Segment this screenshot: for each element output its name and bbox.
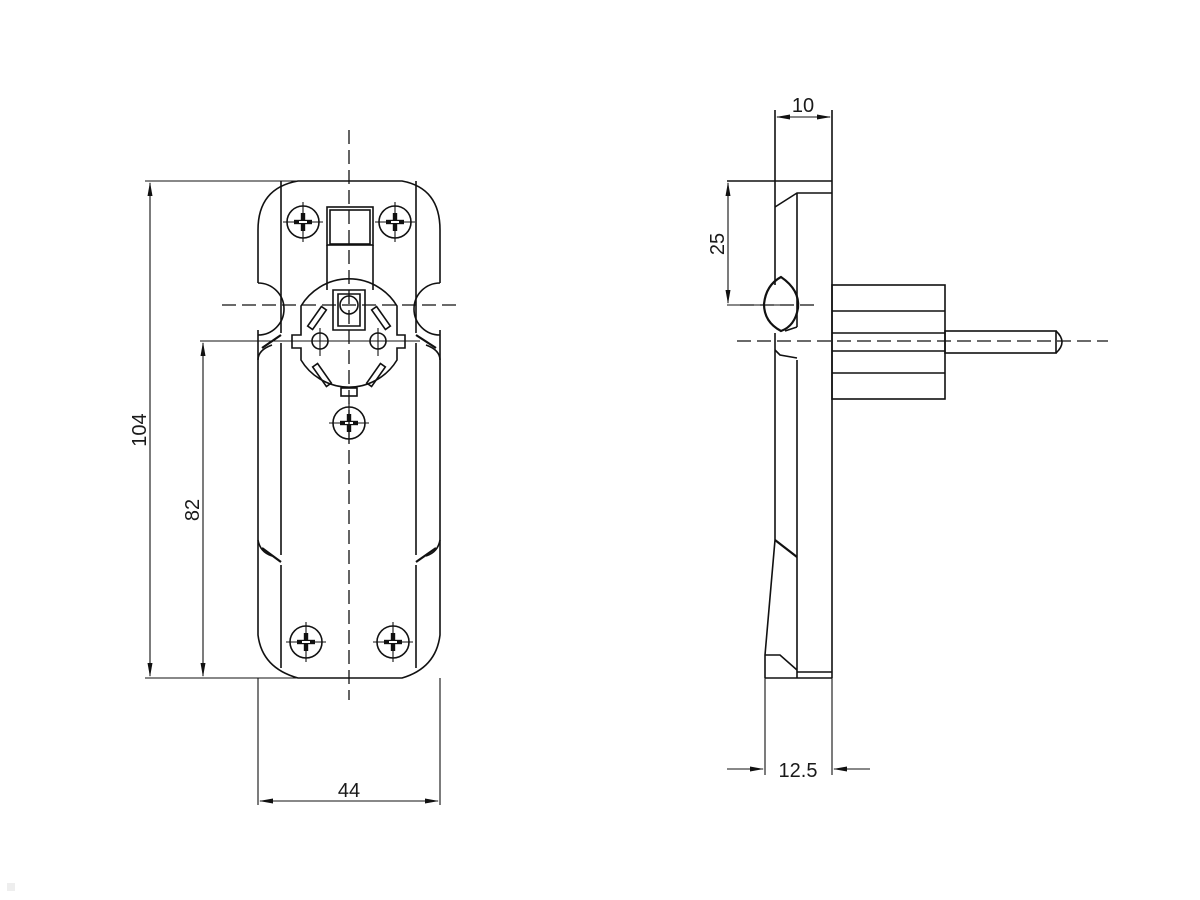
screw-top-left-icon <box>282 201 324 243</box>
side-button <box>762 275 800 333</box>
side-dimensions <box>725 114 870 775</box>
right-side-notch <box>413 282 441 336</box>
screw-top-right-icon <box>374 201 416 243</box>
screw-bottom-left-icon <box>285 621 327 663</box>
screw-bottom-right-icon <box>372 621 414 663</box>
plug-body <box>831 284 946 400</box>
socket-face <box>291 278 406 397</box>
dim-label-104: 104 <box>129 413 151 446</box>
dim-label-82: 82 <box>182 499 204 521</box>
corner-artifact <box>7 883 15 891</box>
dim-label-44: 44 <box>338 780 360 802</box>
housing-outline <box>257 180 441 679</box>
plug-pin <box>944 330 1057 354</box>
top-window <box>326 206 374 246</box>
side-view <box>727 110 1108 679</box>
front-view <box>200 130 460 700</box>
left-side-notch <box>257 282 285 336</box>
dim-label-12-5: 12.5 <box>779 760 818 782</box>
dim-label-10: 10 <box>792 95 814 117</box>
front-dimensions <box>145 180 441 805</box>
dim-label-25: 25 <box>707 233 729 255</box>
